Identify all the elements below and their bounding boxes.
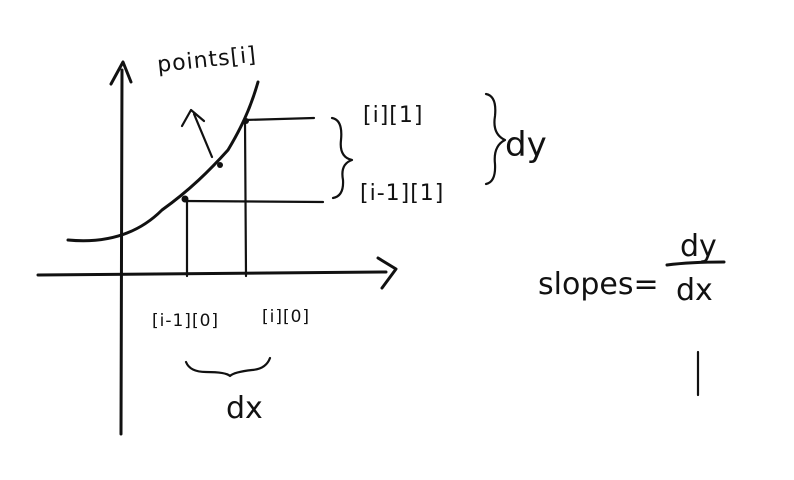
upper-y-label: [i][1] xyxy=(363,103,423,128)
inner-brace xyxy=(330,116,354,200)
dx-label: dx xyxy=(226,391,263,426)
right-vertical-line xyxy=(243,119,248,278)
x-axis-arrowhead xyxy=(376,256,398,290)
y-axis-arrowhead xyxy=(109,60,133,86)
y-axis xyxy=(119,68,124,436)
dx-brace xyxy=(184,356,272,378)
tangent-arrow-line xyxy=(192,112,214,159)
curve xyxy=(66,80,260,243)
formula-numerator: dy xyxy=(680,229,717,264)
tangent-arrow-head xyxy=(180,108,206,128)
formula-denominator: dx xyxy=(676,273,713,308)
outer-brace xyxy=(484,92,507,186)
dy-label: dy xyxy=(505,125,547,165)
point-middle xyxy=(217,162,223,168)
formula-left: slopes= xyxy=(538,267,659,302)
lower-y-label: [i-1][1] xyxy=(360,181,444,206)
upper-horizontal-line xyxy=(242,116,316,122)
curve-label: points[i] xyxy=(156,43,258,78)
lower-horizontal-line xyxy=(182,199,325,204)
formula-fraction-bar xyxy=(665,260,726,267)
right-x-label: [i][0] xyxy=(262,307,310,327)
x-axis xyxy=(36,270,388,277)
axes xyxy=(36,60,398,436)
left-x-label: [i-1][0] xyxy=(152,311,219,331)
